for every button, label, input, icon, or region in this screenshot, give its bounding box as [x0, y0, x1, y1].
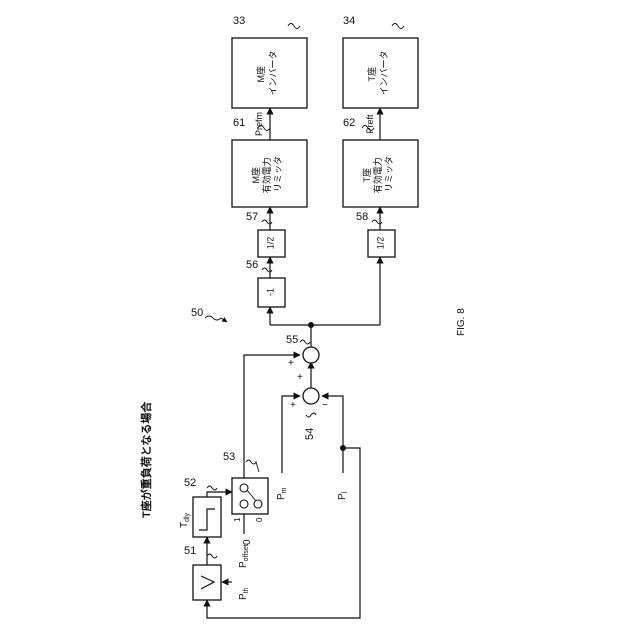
ref-62: 62: [343, 117, 355, 129]
block-half-gain-t: 1/2 58: [356, 211, 395, 257]
block-delay: 52 Tdly: [179, 477, 221, 537]
poffset-subscript: offset: [243, 544, 250, 561]
ref-53: 53: [223, 451, 235, 463]
junction-dot: [340, 445, 346, 451]
summing-node-55: 55 + +: [286, 334, 319, 383]
ref-57: 57: [246, 211, 258, 223]
block-m-inverter: M座 インバータ 33: [232, 15, 307, 108]
sign-plus-c: +: [290, 400, 296, 411]
pl-subscript: l: [342, 491, 349, 493]
svg-text:Tdly: Tdly: [179, 512, 191, 528]
pl-input: Pl: [337, 491, 349, 500]
preft-label: Preft: [365, 114, 375, 134]
svg-text:Poffset: Poffset: [238, 544, 250, 568]
gain-56-label: -1: [265, 288, 275, 296]
sign-minus: −: [322, 400, 328, 411]
diagram-title: T座が重負荷となる場合: [139, 401, 153, 518]
ref-61: 61: [233, 117, 245, 129]
t-inverter-line2: インバータ: [379, 50, 389, 95]
tdly-subscript: dly: [184, 512, 191, 521]
sign-plus-b: +: [297, 372, 303, 383]
ref-34: 34: [343, 15, 355, 27]
pth-subscript: th: [243, 587, 250, 593]
pm-subscript: m: [281, 487, 288, 493]
ref-55: 55: [286, 334, 298, 346]
svg-text:Pth: Pth: [238, 587, 250, 600]
switch-input-0: 0: [255, 517, 264, 522]
block-half-gain-m: 1/2 57: [246, 211, 285, 257]
m-limiter-line1: M座: [250, 167, 261, 184]
switch-input-1: 1: [233, 517, 242, 522]
pm-input: Pm: [276, 487, 288, 500]
ref-33: 33: [233, 15, 245, 27]
prefm-label: Prefm: [254, 112, 264, 136]
svg-text:Pm: Pm: [276, 487, 288, 500]
block-switch: 53 1 0 0 Poffset: [223, 451, 268, 568]
ref-51: 51: [184, 545, 196, 557]
t-limiter-line2: 有効電力: [372, 157, 383, 193]
block-negate-gain: -1 56: [246, 259, 285, 307]
ref-56: 56: [246, 259, 258, 271]
svg-text:Pl: Pl: [337, 491, 349, 500]
m-inverter-line2: インバータ: [268, 50, 278, 95]
block-t-inverter: T座 インバータ 34: [343, 15, 418, 108]
ref-50: 50: [191, 307, 203, 319]
t-limiter-line3: リミッタ: [384, 156, 394, 192]
ref-58: 58: [356, 211, 368, 223]
gain-57-label: 1/2: [265, 237, 275, 250]
gain-58-label: 1/2: [375, 237, 385, 250]
ref-52: 52: [184, 477, 196, 489]
switch-zero-value: 0: [242, 539, 253, 545]
ref-54: 54: [304, 428, 316, 440]
t-inverter-line1: T座: [366, 67, 377, 82]
sign-plus-a: +: [288, 358, 294, 369]
m-limiter-line3: リミッタ: [273, 156, 283, 192]
block-comparator: 51 Pth: [184, 545, 250, 600]
m-inverter-line1: M座: [255, 66, 266, 83]
figure-label: FIG. 8: [456, 308, 467, 336]
t-limiter-line1: T座: [361, 168, 372, 183]
junction-dot: [308, 322, 314, 328]
system-ref: 50: [191, 307, 227, 322]
m-limiter-line2: 有効電力: [261, 157, 272, 193]
